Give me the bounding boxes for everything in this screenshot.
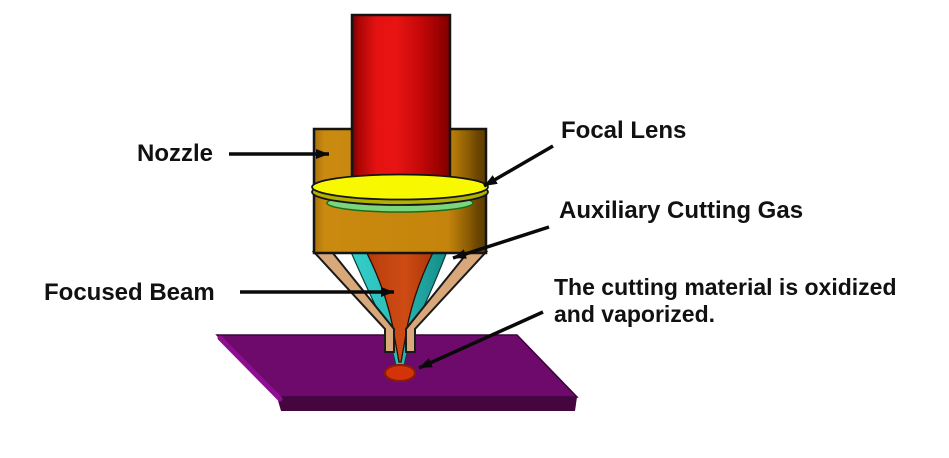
focal-lens-label: Focal Lens	[561, 117, 687, 144]
laser-beam-cylinder	[350, 13, 452, 193]
nozzle-label: Nozzle	[137, 140, 214, 167]
focal-lens-disc	[311, 173, 489, 201]
arrow-to-cutting-spot-icon	[418, 310, 544, 370]
auxiliary-cutting-gas-label: Auxiliary Cutting Gas	[559, 197, 804, 224]
focused-beam-label: Focused Beam	[44, 279, 215, 306]
cutting-note: The cutting material is oxidized and vap…	[554, 274, 897, 328]
workpiece-plate-highlight-edge	[217, 335, 283, 402]
arrow-to-focal-lens-icon	[483, 144, 554, 188]
cutting-note-line1: The cutting material is oxidized	[554, 274, 897, 300]
arrow-to-auxiliary-gas-icon	[452, 225, 550, 260]
workpiece-plate-front-edge	[277, 397, 577, 411]
cutting-spot	[384, 364, 416, 382]
cutting-note-line2: and vaporized.	[554, 301, 716, 327]
